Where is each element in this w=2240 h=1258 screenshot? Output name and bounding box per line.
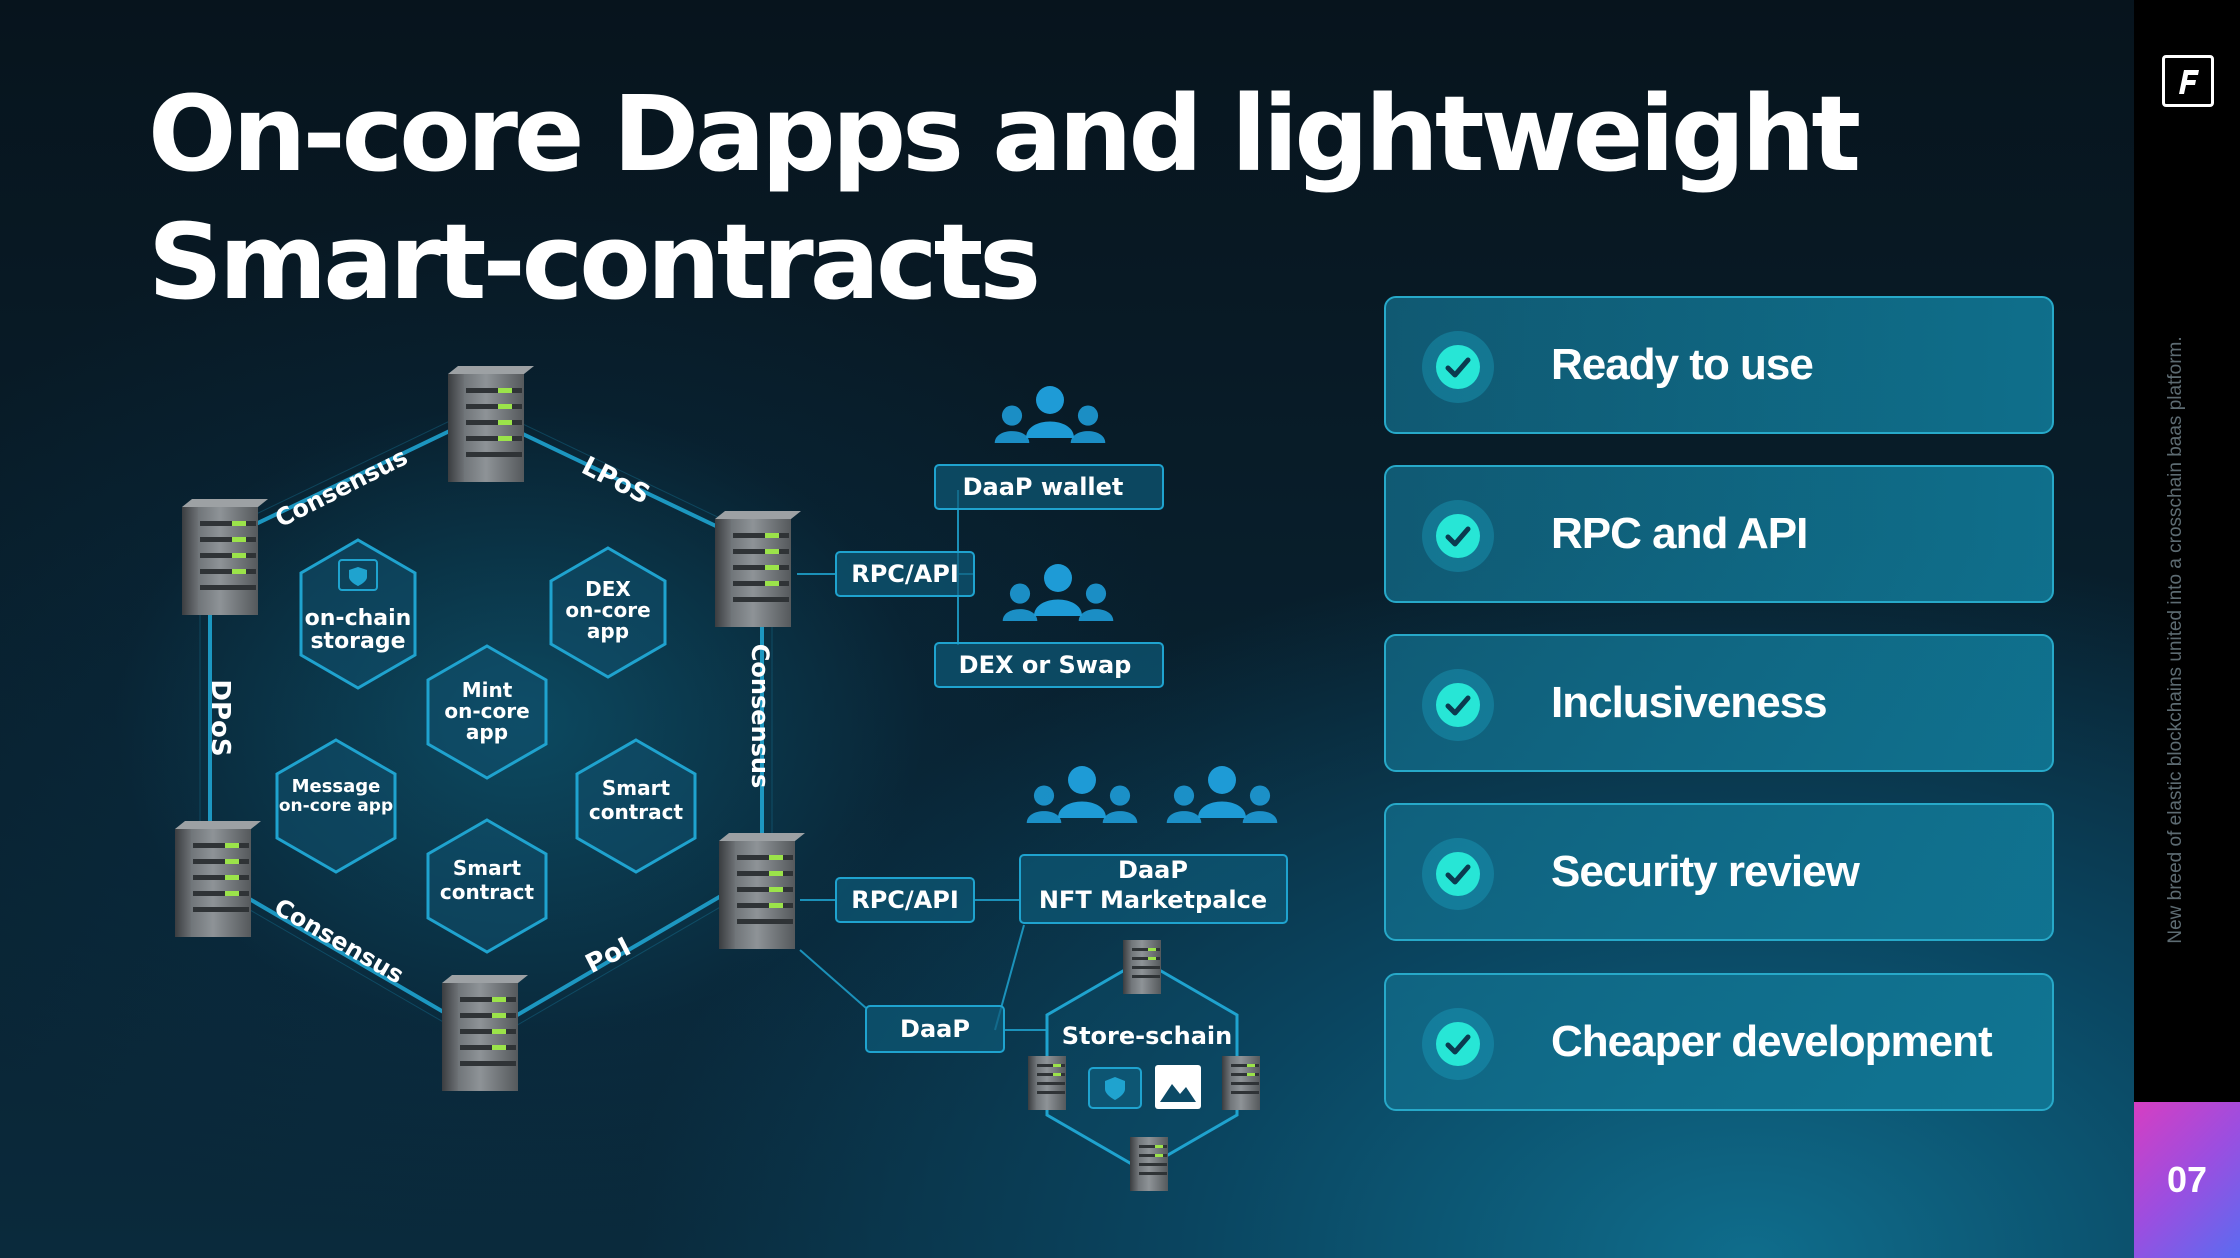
daap-wallet-box: DaaP wallet [934, 464, 1164, 510]
feature-card: Inclusiveness [1384, 634, 2054, 772]
sidebar [2134, 0, 2240, 1258]
check-icon [1436, 345, 1480, 389]
app-label: Smart [602, 776, 671, 800]
app-label: contract [440, 880, 535, 904]
page-title: On-core Dapps and lightweight Smart-cont… [148, 73, 1861, 323]
server-icon [448, 366, 534, 482]
edge-label-consensus-bottom-left: Consensus [269, 893, 408, 989]
svg-text:DEX or Swap: DEX or Swap [959, 651, 1132, 679]
app-label: contract [589, 800, 684, 824]
app-label: app [466, 720, 508, 744]
edge-label-consensus-top-left: Consensus [271, 443, 412, 534]
app-label: storage [310, 629, 405, 654]
svg-text:RPC/API: RPC/API [851, 560, 959, 588]
app-label: app [587, 619, 629, 643]
feature-card: RPC and API [1384, 465, 2054, 603]
svg-text:DaaP wallet: DaaP wallet [963, 473, 1124, 501]
brand-logo-icon [2162, 55, 2214, 107]
store-chain-label: Store-schain [1062, 1022, 1232, 1050]
app-label: on-core app [279, 796, 393, 816]
server-icon [175, 821, 261, 937]
user-group-icon [1027, 766, 1138, 823]
user-group-icon [995, 386, 1106, 443]
edge-label-dpos: DPoS [205, 679, 235, 756]
app-hex-smart-contract-bottom: Smart contract [426, 818, 548, 954]
server-icon [715, 511, 801, 627]
check-icon [1436, 683, 1480, 727]
app-hex-message: Message on-core app [275, 738, 397, 874]
app-label: DEX [585, 577, 631, 601]
slide: On-core Dapps and lightweight Smart-cont… [0, 0, 2134, 1258]
server-icon [182, 499, 268, 615]
feature-card: Cheaper development [1384, 973, 2054, 1111]
feature-label: Inclusiveness [1551, 678, 1828, 727]
daap-box: DaaP [865, 1005, 1005, 1053]
feature-label: RPC and API [1551, 509, 1808, 558]
svg-text:NFT Marketpalce: NFT Marketpalce [1039, 886, 1267, 914]
svg-text:DaaP: DaaP [900, 1015, 970, 1043]
app-label: Mint [462, 678, 513, 702]
app-hex-dex: DEX on-core app [549, 546, 667, 679]
server-icon [719, 833, 805, 949]
app-hex-smart-contract-right: Smart contract [575, 738, 697, 874]
nft-marketplace-box: DaaP NFT Marketpalce [1019, 854, 1288, 924]
server-icon [1123, 940, 1161, 994]
feature-label: Ready to use [1551, 340, 1814, 389]
feature-label: Cheaper development [1551, 1017, 1993, 1066]
rpc-api-box-top: RPC/API [835, 551, 975, 597]
rpc-api-box-bottom: RPC/API [835, 877, 975, 923]
network-diagram: Consensus LPoS Consensus PoI Consensus D… [175, 366, 1288, 1191]
image-icon [1155, 1065, 1201, 1109]
server-icon [1028, 1056, 1066, 1110]
app-hex-storage: on-chain storage [299, 538, 417, 690]
feature-card: Security review [1384, 803, 2054, 941]
app-label: Message [292, 776, 381, 797]
feature-card: Ready to use [1384, 296, 2054, 434]
user-group-icon [1167, 766, 1278, 823]
server-icon [442, 975, 528, 1091]
user-group-icon [1003, 564, 1114, 621]
dex-swap-box: DEX or Swap [934, 642, 1164, 688]
edge-label-lpos: LPoS [577, 451, 655, 511]
app-label: on-core [565, 598, 650, 622]
page-number-badge: 07 [2134, 1102, 2240, 1258]
check-icon [1436, 852, 1480, 896]
svg-text:RPC/API: RPC/API [851, 886, 959, 914]
svg-text:DaaP: DaaP [1118, 856, 1188, 884]
check-icon [1436, 1022, 1480, 1066]
app-label: on-core [444, 699, 529, 723]
app-label: on-chain [305, 606, 412, 631]
check-icon [1436, 514, 1480, 558]
server-icon [1130, 1137, 1168, 1191]
store-chain-cluster: Store-schain [1028, 940, 1260, 1191]
page-number: 07 [2166, 1159, 2208, 1200]
server-icon [1222, 1056, 1260, 1110]
sidebar-tagline: New breed of elastic blockchains united … [2165, 336, 2186, 944]
app-hex-mint: Mint on-core app [426, 644, 548, 780]
edge-label-consensus-right: Consensus [746, 644, 774, 789]
app-label: Smart [453, 856, 522, 880]
feature-label: Security review [1551, 847, 1860, 896]
